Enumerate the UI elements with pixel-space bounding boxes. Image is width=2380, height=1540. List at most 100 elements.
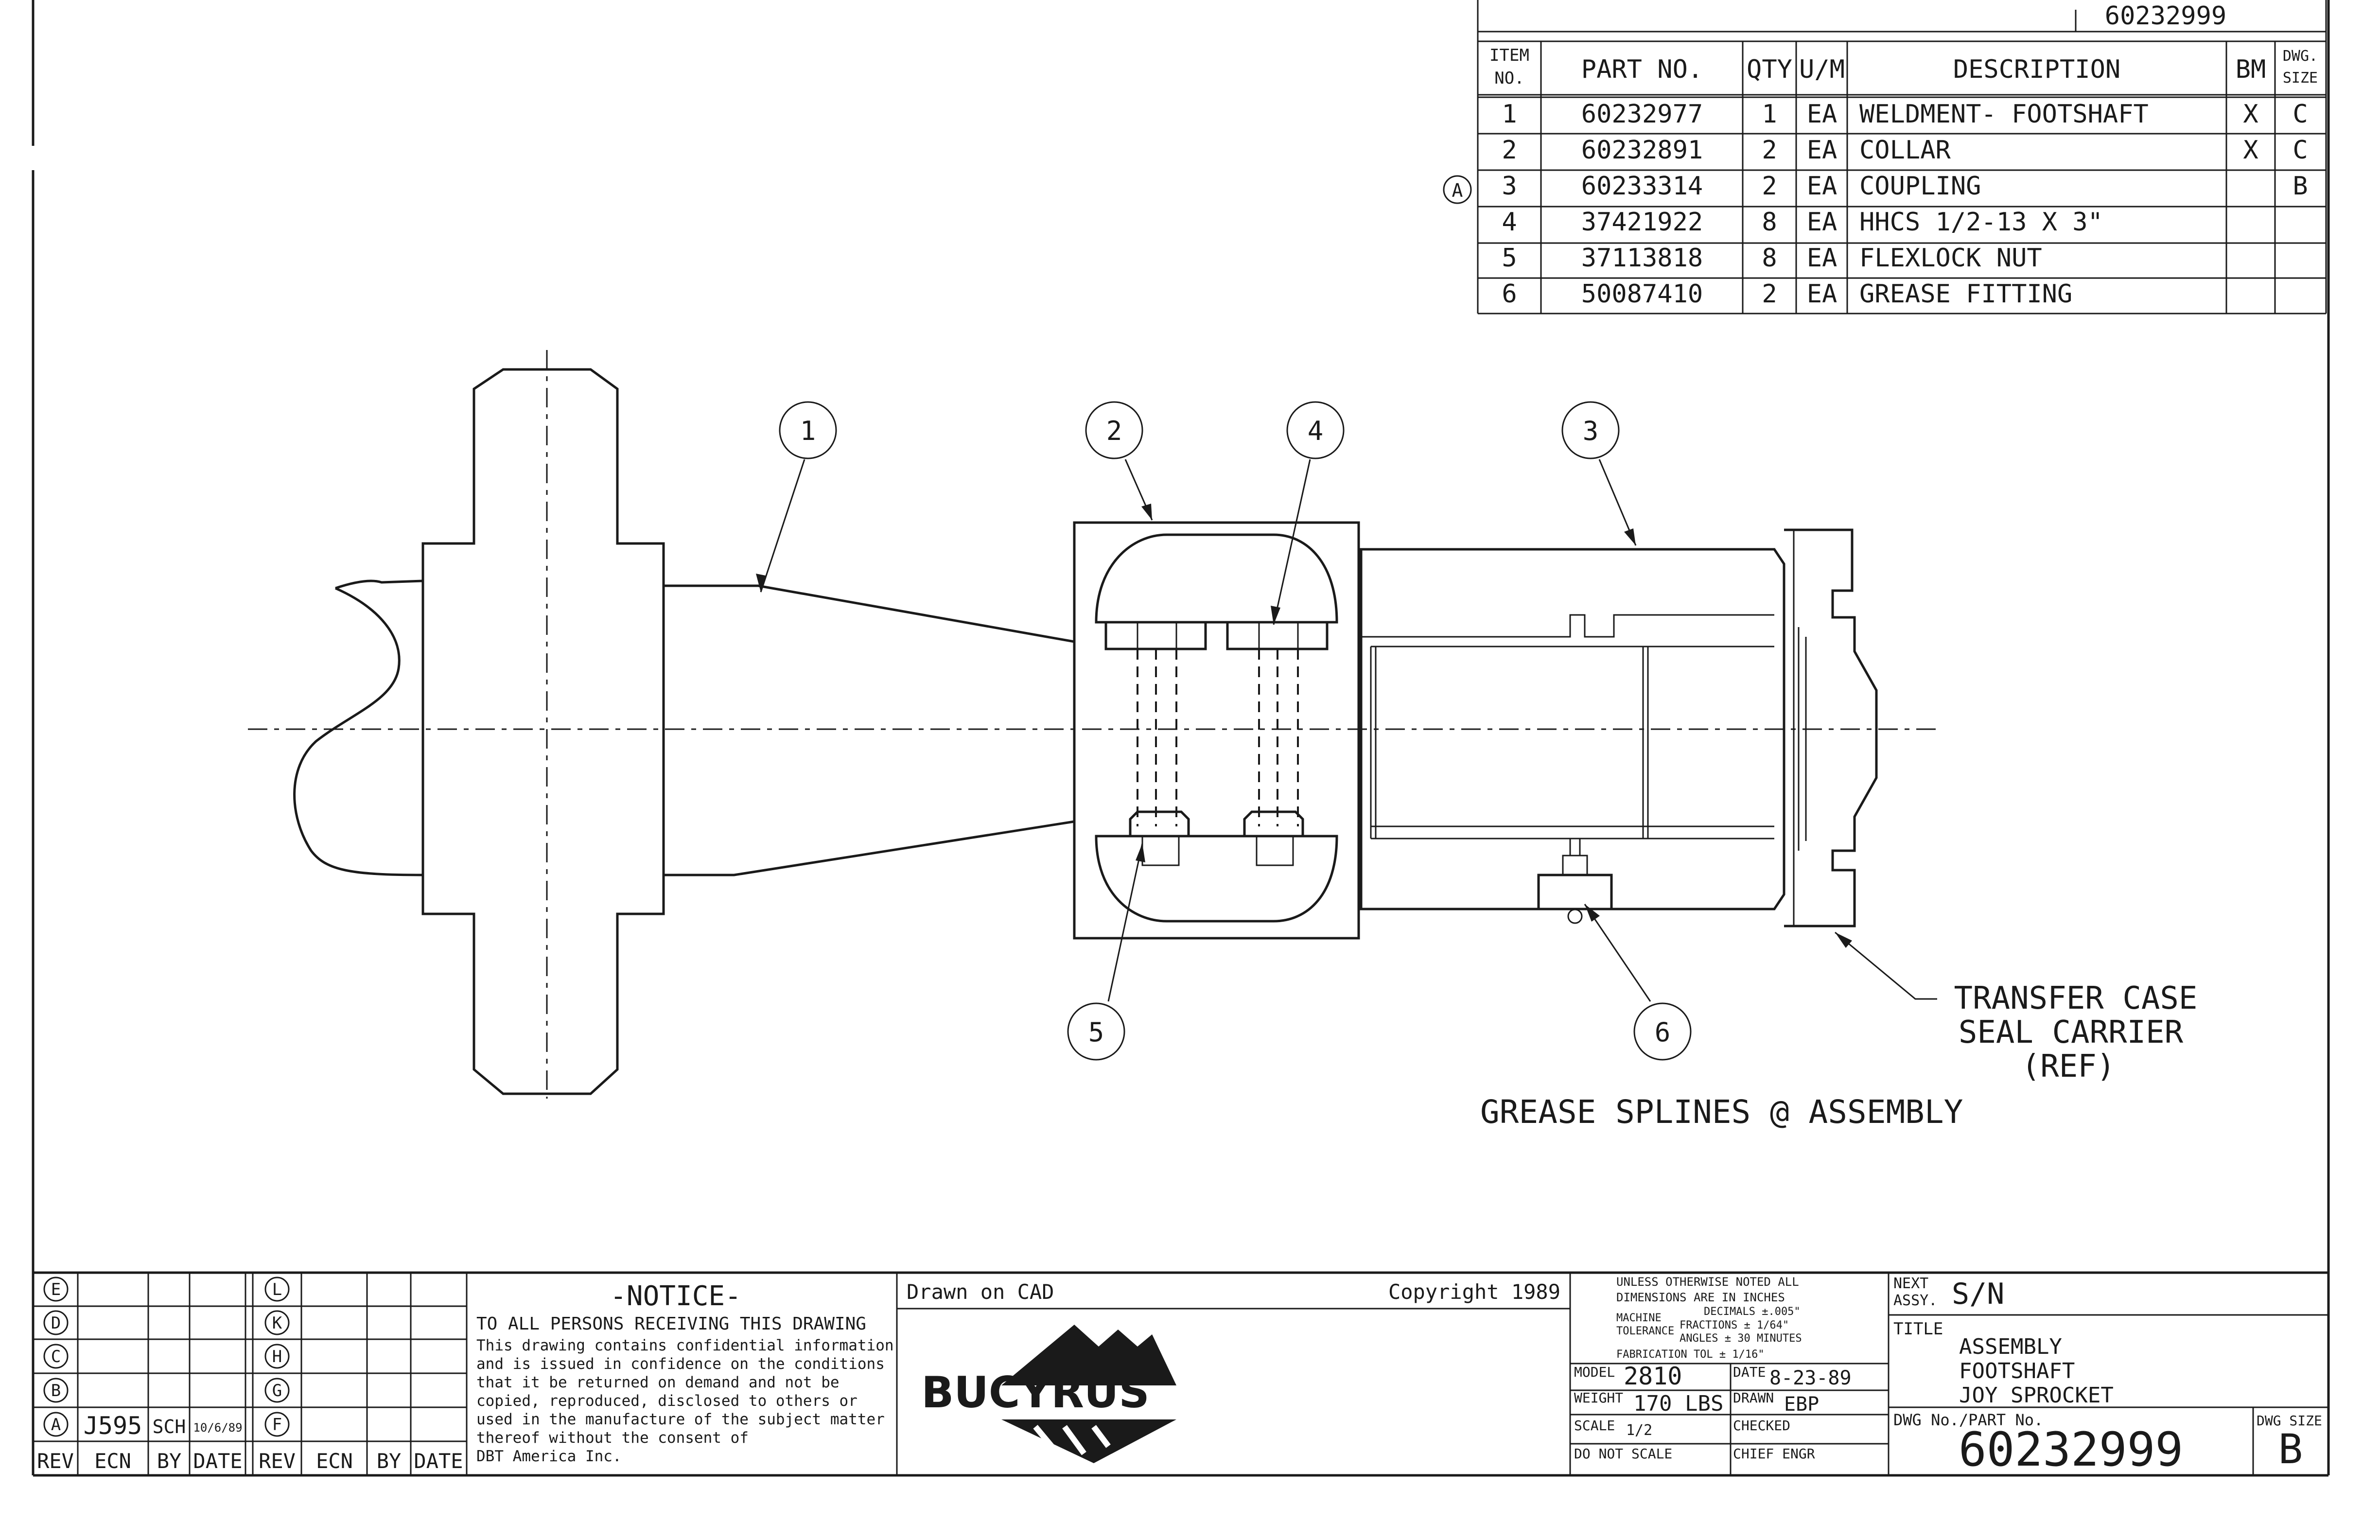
bom-qty: 2 [1762,280,1777,309]
drawing-number-top: 60232999 [2105,1,2226,31]
footshaft-hub [421,368,665,1095]
balloon-4-label: 4 [1308,416,1324,446]
tolerance-line-1: UNLESS OTHERWISE NOTED ALL [1616,1275,1799,1289]
do-not-scale: DO NOT SCALE [1574,1446,1672,1462]
bom-header-dwg-size-1: DWG. [2283,48,2318,65]
model-label: MODEL [1574,1364,1615,1380]
balloon-5: 5 [1067,1002,1125,1061]
drawn-on-cad: Drawn on CAD [907,1280,1054,1304]
tolerance-line-2: DIMENSIONS ARE IN INCHES [1616,1291,1785,1304]
bom-qty: 2 [1762,172,1777,201]
rev-footer-label: BY [377,1449,402,1473]
notice-line: This drawing contains confidential infor… [476,1337,894,1354]
rev-a-by: SCH [153,1416,186,1437]
bom-description: WELDMENT- FOOTSHAFT [1859,100,2149,129]
notice-title: -NOTICE- [610,1280,741,1312]
balloon-6-label: 6 [1655,1017,1671,1048]
rev-a-date: 10/6/89 [193,1421,242,1435]
revision-marker-letter: A [1452,180,1463,201]
bom-um: EA [1807,244,1838,273]
balloon-6: 6 [1633,1002,1692,1061]
bom-header-description: DESCRIPTION [1953,55,2120,84]
notice-line: and is issued in confidence on the condi… [476,1355,885,1373]
rev-letter-left-circle [43,1277,69,1302]
rev-footer-label: REV [37,1449,74,1473]
rev-footer-label: DATE [193,1449,242,1473]
rev-letter-right-circle [264,1412,290,1437]
bom-header-um: U/M [1799,55,1845,84]
bom-part-no: 50087410 [1581,280,1703,309]
bom-qty: 2 [1762,136,1777,165]
grease-note: GREASE SPLINES @ ASSEMBLY [1480,1093,1963,1131]
bom-um: EA [1807,280,1838,309]
bom-dwg-size: C [2292,100,2308,129]
bom-description: COUPLING [1859,172,1981,201]
rev-footer-label: ECN [94,1449,131,1473]
tolerance-decimals: DECIMALS ±.005" [1704,1306,1801,1318]
bom-description: FLEXLOCK NUT [1859,244,2042,273]
title-line-2: FOOTSHAFT [1959,1359,2075,1383]
bucyrus-logo-text: BUCYRUS [921,1367,1149,1418]
bom-qty: 8 [1762,208,1777,237]
bom-item-no: 4 [1502,208,1517,237]
bom-part-no: 60232891 [1581,136,1703,165]
balloon-1-label: 1 [800,416,816,446]
notice-line: copied, reproduced, disclosed to others … [476,1392,858,1410]
notice-box: -NOTICE- TO ALL PERSONS RECEIVING THIS D… [476,1280,894,1465]
tolerance-fractions: FRACTIONS ± 1/64" [1680,1319,1789,1331]
tolerance-block: UNLESS OTHERWISE NOTED ALL DIMENSIONS AR… [1616,1275,1802,1361]
drawn-label: DRAWN [1733,1390,1774,1406]
bom-description: GREASE FITTING [1859,280,2072,309]
tolerance-machine: MACHINE [1616,1312,1662,1324]
rev-letter-right-circle [264,1277,290,1302]
model-value: 2810 [1624,1362,1682,1390]
tolerance-fabrication: FABRICATION TOL ± 1/16" [1616,1348,1765,1361]
balloon-1: 1 [779,401,837,459]
dwg-no-label: DWG No./PART No. [1893,1411,2043,1429]
copyright: Copyright 1989 [1388,1280,1560,1304]
rev-letter-right: F [272,1415,282,1435]
collar [1073,521,1360,940]
bom-um: EA [1807,172,1838,201]
bom-header-dwg-size-2: SIZE [2283,70,2318,87]
rev-letter-left-circle [43,1310,69,1335]
transfer-case-label-2: SEAL CARRIER [1959,1015,2184,1050]
rev-footer-label: BY [157,1449,182,1473]
bom-header-qty: QTY [1747,55,1792,84]
rev-letter-right-circle [264,1310,290,1335]
bom-dwg-size: B [2292,172,2308,201]
balloon-2-label: 2 [1106,416,1122,446]
rev-letter-left-circle [43,1378,69,1403]
dwg-size-label: DWG SIZE [2257,1413,2322,1429]
rev-footer-label: ECN [316,1449,353,1473]
bom-um: EA [1807,136,1838,165]
notice-lines: This drawing contains confidential infor… [476,1337,894,1465]
bom-header-item-1: ITEM [1489,46,1529,65]
bom-part-no: 37113818 [1581,244,1703,273]
dwg-size-value: B [2278,1425,2303,1473]
notice-line: DBT America Inc. [476,1448,622,1465]
scale-label: SCALE [1574,1418,1615,1434]
rev-footer-label: DATE [414,1449,463,1473]
rev-a-ecn: J595 [84,1412,142,1440]
rev-letter-left: D [51,1313,61,1333]
rev-letter-left: C [51,1347,61,1366]
bom-item-no: 3 [1502,172,1517,201]
balloon-3: 3 [1561,401,1620,459]
rev-letter-right-circle [264,1378,290,1403]
callouts [756,459,1937,1002]
bom-header-item-2: NO. [1494,69,1524,88]
bom-item-no: 1 [1502,100,1517,129]
bom-part-no: 60233314 [1581,172,1703,201]
rev-letter-right: G [272,1381,282,1400]
title-label: TITLE [1893,1319,1943,1339]
bom-part-no: 37421922 [1581,208,1703,237]
next-assy-value: S/N [1952,1277,2004,1311]
date-label: DATE [1733,1364,1766,1380]
next-assy-label-1: NEXT [1893,1275,1928,1292]
coupling [1360,548,1785,910]
